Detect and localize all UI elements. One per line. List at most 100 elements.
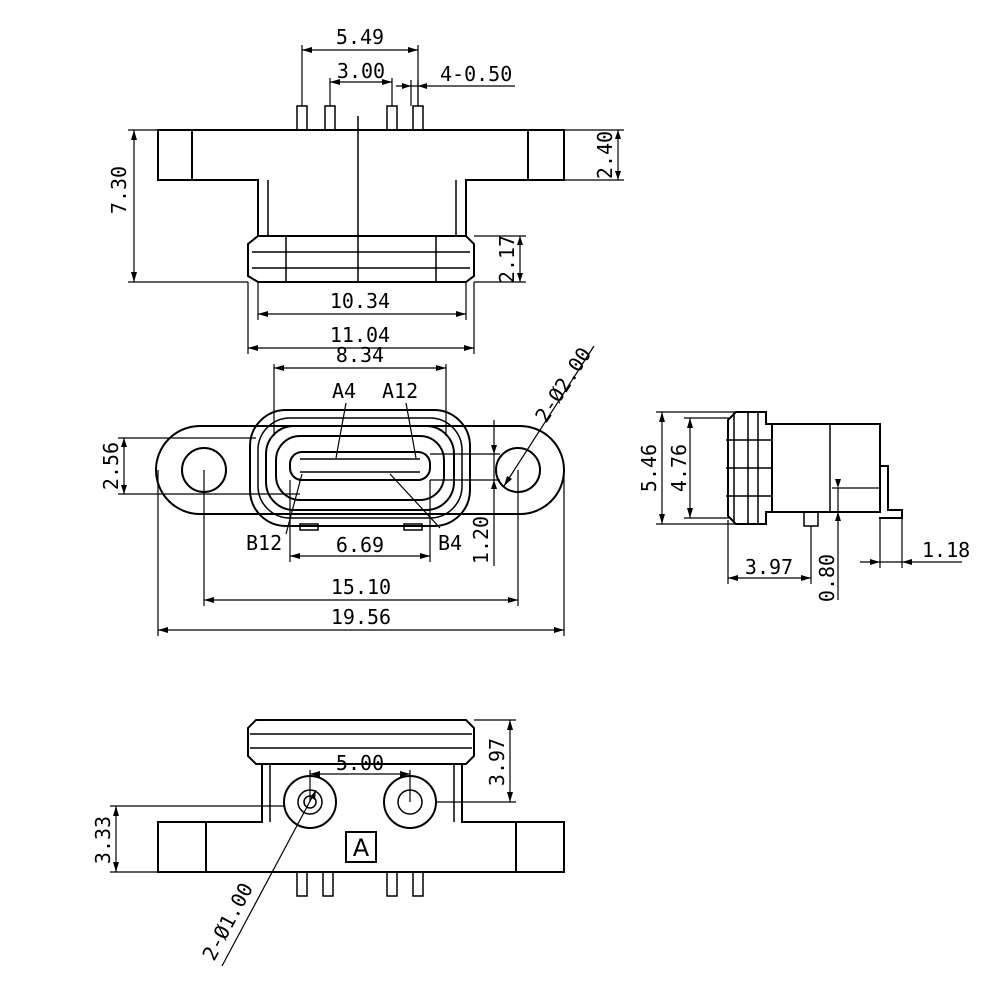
arrowhead: [131, 130, 137, 140]
arrowhead: [248, 345, 258, 351]
arrowhead: [456, 311, 466, 317]
arrowhead: [310, 771, 320, 777]
top-view: 5.49 3.00 4-0.50 7.30 2.40: [107, 25, 624, 354]
dim-side-depth: 3.97: [745, 555, 793, 579]
label-b12: B12: [246, 531, 282, 555]
top-pin-1: [296, 105, 308, 131]
arrowhead: [507, 720, 513, 730]
arrowhead: [121, 438, 127, 447]
dim-pin-pitch: 3.00: [337, 59, 385, 83]
dim-flange-thickness: 2.40: [593, 131, 617, 179]
arrowhead: [464, 345, 474, 351]
bottom-seal-ring: [247, 719, 475, 765]
arrowhead: [310, 790, 316, 800]
front-body-ring: [257, 417, 463, 519]
arrowhead: [258, 311, 268, 317]
arrowhead: [870, 559, 880, 565]
arrowhead: [400, 771, 410, 777]
arrowhead: [113, 806, 119, 816]
front-view: 8.34 A4 A12 B12 B4 2-Ø2.00 2.56 1.20: [99, 343, 596, 636]
dim-pin-span: 5.49: [336, 25, 384, 49]
leader-mount-hole: [503, 345, 595, 487]
arrowhead: [687, 508, 693, 518]
leader-b12: [285, 473, 303, 535]
top-pin-4: [412, 105, 424, 131]
arrowhead: [491, 480, 497, 489]
side-tail-lead: [879, 465, 903, 519]
leader-a4: [335, 402, 347, 459]
arrowhead: [835, 512, 841, 521]
arrowhead: [507, 792, 513, 802]
arrowhead: [491, 445, 497, 454]
front-receptacle-opening: [275, 435, 445, 501]
arrowhead: [131, 272, 137, 282]
arrowhead: [728, 575, 738, 581]
dim-side-tail: 1.18: [922, 538, 970, 562]
top-pin-3: [386, 105, 398, 131]
dim-body-outer-width: 11.04: [330, 323, 390, 347]
leader-post-diameter: [221, 789, 317, 967]
side-view: 5.46 4.76 3.97 0.80 1.18: [637, 411, 970, 602]
dim-seal-to-post: 3.97: [485, 738, 509, 786]
arrowhead: [418, 83, 427, 89]
arrowhead: [687, 418, 693, 428]
dim-height: 2.56: [99, 442, 123, 490]
arrowhead: [290, 553, 300, 559]
top-pin-2: [324, 105, 336, 131]
dim-side-outer-height: 5.46: [637, 444, 661, 492]
dim-tongue-offset: 1.20: [469, 516, 493, 564]
arrowhead: [659, 412, 665, 422]
top-flange-outline: [157, 129, 565, 237]
bottom-body: [157, 763, 565, 873]
leader-a12: [405, 402, 417, 459]
dim-flange-height: 3.33: [91, 816, 115, 864]
arrowhead: [517, 236, 523, 245]
arrowhead: [801, 575, 811, 581]
bottom-marker-box: [345, 831, 377, 863]
dim-post-pitch: 5.00: [336, 751, 384, 775]
bottom-pin-1: [296, 871, 308, 897]
arrowhead: [420, 553, 430, 559]
arrowhead: [508, 597, 518, 603]
bottom-pin-3: [386, 871, 398, 897]
arrowhead: [121, 485, 127, 494]
side-seal-ring: [727, 411, 773, 525]
dim-total-height: 7.30: [107, 166, 131, 214]
dim-seal-height: 2.17: [495, 235, 519, 283]
arrowhead: [659, 514, 665, 524]
bottom-pin-4: [412, 871, 424, 897]
bottom-marker-label: A: [353, 834, 370, 862]
front-tab-right: [403, 523, 423, 531]
front-flange-outline: [155, 425, 565, 515]
arrowhead: [615, 130, 621, 139]
leader-b4: [389, 473, 441, 529]
label-a12: A12: [382, 379, 418, 403]
bottom-pin-2: [322, 871, 334, 897]
arrowhead: [382, 79, 392, 85]
side-standoff: [803, 511, 819, 527]
dim-pin-width: 4-0.50: [440, 62, 512, 86]
arrowhead: [615, 171, 621, 180]
dim-side-inner-height: 4.76: [667, 444, 691, 492]
arrowhead: [302, 47, 312, 53]
arrowhead: [274, 365, 284, 371]
front-tongue: [289, 451, 431, 481]
arrowhead: [835, 479, 841, 488]
arrowhead: [408, 47, 418, 53]
dim-hole-pitch: 15.10: [331, 575, 391, 599]
dim-side-standoff: 0.80: [815, 554, 839, 602]
arrowhead: [517, 273, 523, 282]
front-tab-left: [299, 523, 319, 531]
arrowhead: [204, 597, 214, 603]
arrowhead: [554, 627, 564, 633]
arrowhead: [436, 365, 446, 371]
label-a4: A4: [332, 379, 356, 403]
dim-mount-hole: 2-Ø2.00: [530, 343, 596, 427]
arrowhead: [330, 79, 340, 85]
top-seal-ring: [247, 235, 475, 283]
arrowhead: [902, 559, 912, 565]
label-b4: B4: [438, 531, 462, 555]
dim-opening-width: 8.34: [336, 343, 384, 367]
arrowhead: [113, 862, 119, 872]
